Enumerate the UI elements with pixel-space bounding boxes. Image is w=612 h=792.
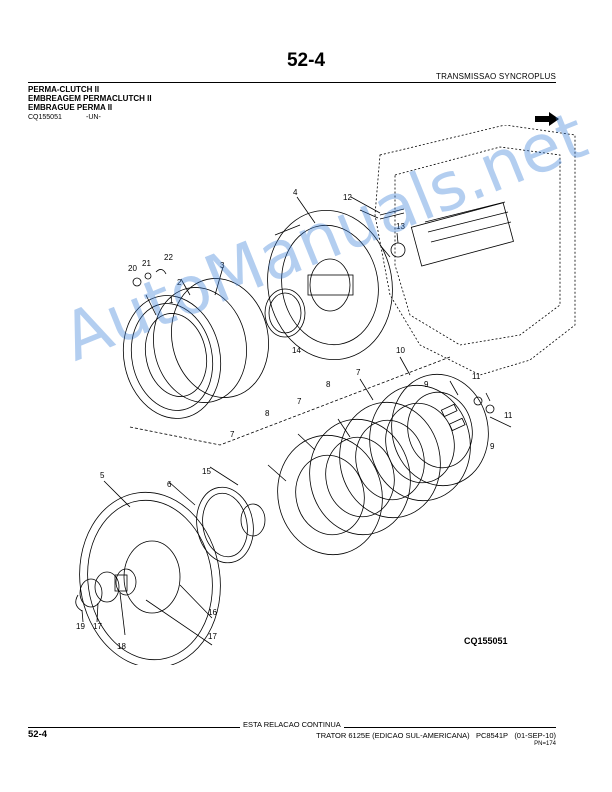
callout-labels: 1 2 3 4 5 6 7 7 7 8 8 9 9 10 11 11 12 13…	[76, 188, 513, 651]
part-16	[115, 568, 137, 596]
part-12-bolt	[379, 208, 405, 220]
callout-label: 8	[326, 380, 331, 389]
part-4-drum	[267, 209, 393, 361]
callout-label: 7	[297, 397, 302, 406]
callout-label: 13	[396, 222, 405, 231]
footer-pn: PN=174	[534, 741, 556, 747]
part-5-cover	[79, 491, 221, 665]
transmission-housing	[374, 125, 576, 376]
clutch-plates	[277, 373, 489, 556]
footer-date: (01-SEP-10)	[514, 731, 556, 740]
part-17-washer	[94, 571, 120, 603]
heading-portuguese: EMBREAGEM PERMACLUTCH II	[28, 94, 152, 103]
callout-label: 20	[128, 264, 137, 273]
part-9-springs	[440, 396, 495, 432]
arrow-right-icon[interactable]	[535, 112, 559, 126]
part-17-washer-2	[79, 578, 103, 608]
heading-spanish: EMBRAGUE PERMA II	[28, 103, 113, 112]
diagram-code: CQ155051	[464, 636, 508, 646]
part-19-snap-ring	[75, 594, 83, 612]
part-22-clip	[155, 269, 167, 275]
part-14-seal	[264, 288, 306, 338]
callout-label: 6	[167, 480, 172, 489]
callout-label: 7	[356, 368, 361, 377]
callout-label: 21	[142, 259, 151, 268]
part-6-hub	[196, 486, 254, 564]
part-1-piston	[122, 295, 222, 419]
footer-model-line: TRATOR 6125E (EDICAO SUL-AMERICANA) PC85…	[316, 731, 556, 740]
page-number-bottom: 52-4	[28, 729, 48, 740]
callout-label: 11	[472, 372, 481, 381]
callout-label: 12	[343, 193, 352, 202]
callout-label: 7	[230, 430, 235, 439]
callout-label: 14	[292, 346, 301, 355]
ref-code: CQ155051	[28, 114, 62, 121]
callout-label: 17	[93, 622, 102, 631]
callout-label: 4	[293, 188, 298, 197]
callout-label: 1	[169, 296, 174, 305]
callout-label: 11	[504, 411, 513, 420]
exploded-view-diagram: 1 2 3 4 5 6 7 7 7 8 8 9 9 10 11 11 12 13…	[75, 125, 576, 665]
part-2-ring	[153, 287, 247, 403]
callout-label: 17	[208, 632, 217, 641]
footer-model: TRATOR 6125E (EDICAO SUL-AMERICANA)	[316, 731, 470, 740]
callout-label: 15	[202, 467, 211, 476]
part-3-ring	[171, 278, 269, 398]
heading-english: PERMA-CLUTCH II	[28, 85, 100, 94]
callout-label: 5	[100, 471, 105, 480]
header-rule	[28, 82, 556, 83]
callout-label: 16	[208, 608, 217, 617]
continue-note: ESTA RELACAO CONTINUA	[240, 720, 344, 729]
ref-unit: -UN-	[86, 114, 101, 121]
part-15-ring	[240, 503, 266, 537]
footer-catalog: PC8541P	[475, 731, 509, 740]
callout-label: 19	[76, 622, 85, 631]
part-20	[132, 277, 142, 287]
callout-label: 3	[220, 261, 225, 270]
callout-label: 9	[424, 380, 429, 389]
callout-label: 18	[117, 642, 126, 651]
callout-label: 8	[265, 409, 270, 418]
callout-label: 9	[490, 442, 495, 451]
part-21	[144, 272, 152, 280]
part-18-bearing	[114, 574, 128, 592]
callout-label: 10	[396, 346, 405, 355]
section-title: TRANSMISSAO SYNCROPLUS	[436, 72, 556, 81]
page-number-top: 52-4	[286, 50, 326, 71]
assembly-box	[129, 356, 451, 446]
callout-label: 22	[164, 253, 173, 262]
callout-label: 2	[177, 278, 182, 287]
input-shaft	[410, 201, 514, 267]
